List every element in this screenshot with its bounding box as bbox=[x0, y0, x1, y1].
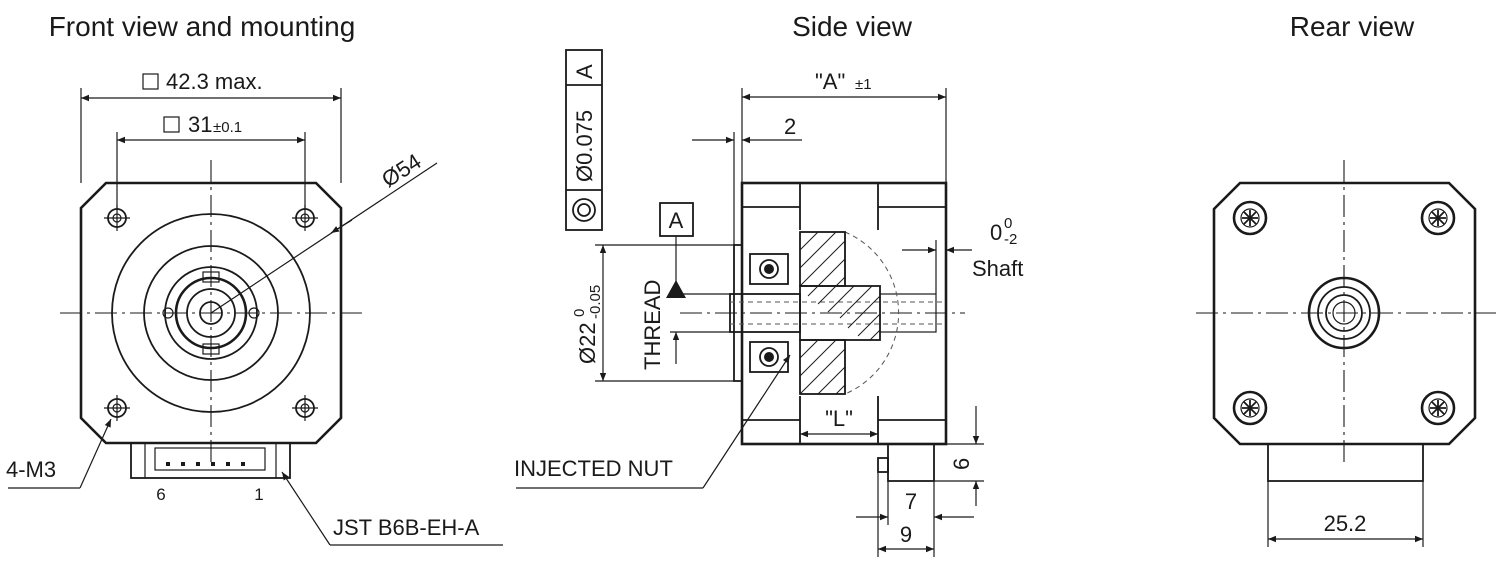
connector-front bbox=[130, 442, 291, 479]
injected-nut-label: INJECTED NUT bbox=[514, 456, 673, 481]
concentricity-icon bbox=[572, 198, 596, 222]
connector-side bbox=[887, 443, 935, 482]
shaft-offset-tol-lower: -2 bbox=[1004, 231, 1017, 248]
connector-width-dim: 25.2 bbox=[1324, 511, 1367, 536]
shaft-label: Shaft bbox=[972, 256, 1023, 281]
tolerance-frame: A Ø0.075 bbox=[565, 49, 603, 231]
motor-rear-outline bbox=[1212, 181, 1477, 446]
outer-square-dim: 42.3 max. bbox=[166, 69, 263, 94]
datum-box-label: A bbox=[669, 208, 684, 233]
motor-body-outline bbox=[79, 181, 343, 445]
square-symbol-icon bbox=[142, 73, 159, 90]
square-symbol-icon bbox=[163, 116, 180, 133]
motor-length-tol: ±1 bbox=[855, 76, 872, 93]
rear-view: 25.2 bbox=[1196, 160, 1496, 547]
connector-label: JST B6B-EH-A bbox=[333, 515, 480, 540]
hole-square-dim: 31 bbox=[188, 112, 212, 137]
rear-screws bbox=[1232, 200, 1456, 426]
section-hatching bbox=[799, 231, 881, 395]
side-view-title: Side view bbox=[792, 11, 913, 42]
tolerance-datum-ref: A bbox=[572, 64, 597, 79]
pilot-diameter-tol-lower: -0.05 bbox=[587, 285, 604, 319]
thread-label: THREAD bbox=[640, 280, 665, 370]
pin-label-last: 1 bbox=[254, 485, 263, 504]
rear-view-title: Rear view bbox=[1290, 11, 1415, 42]
mounting-holes bbox=[104, 205, 318, 421]
connector-depth-dim: 7 bbox=[905, 489, 917, 514]
pilot-diameter-dim: Ø22 bbox=[575, 322, 600, 364]
pilot-diameter-tol-upper: 0 bbox=[571, 309, 588, 317]
front-view: 6 1 42.3 max. 31 ±0.1 Ø54 4-M3 JST B6B-E… bbox=[6, 69, 503, 546]
front-view-title: Front view and mounting bbox=[49, 11, 356, 42]
shaft-offset-tol-upper: 0 bbox=[1004, 215, 1012, 232]
bolt-circle-dim: Ø54 bbox=[377, 149, 425, 193]
connector-total-dim: 9 bbox=[900, 522, 912, 547]
pin-label-first: 6 bbox=[156, 485, 165, 504]
side-view: "A" ±1 2 A Ø0.075 A Ø22 0 -0.05 bbox=[514, 49, 1023, 557]
connector-rear bbox=[1267, 443, 1424, 482]
mount-holes-label: 4-M3 bbox=[6, 457, 56, 482]
tolerance-value: Ø0.075 bbox=[572, 110, 597, 182]
motor-length-dim: "A" bbox=[815, 69, 845, 94]
flange-thickness-dim: 2 bbox=[784, 114, 796, 139]
connector-height-dim: 6 bbox=[949, 458, 974, 470]
shaft-offset-dim: 0 bbox=[990, 220, 1002, 245]
hole-square-tol: ±0.1 bbox=[213, 119, 242, 136]
nut-length-dim: "L" bbox=[825, 406, 853, 431]
